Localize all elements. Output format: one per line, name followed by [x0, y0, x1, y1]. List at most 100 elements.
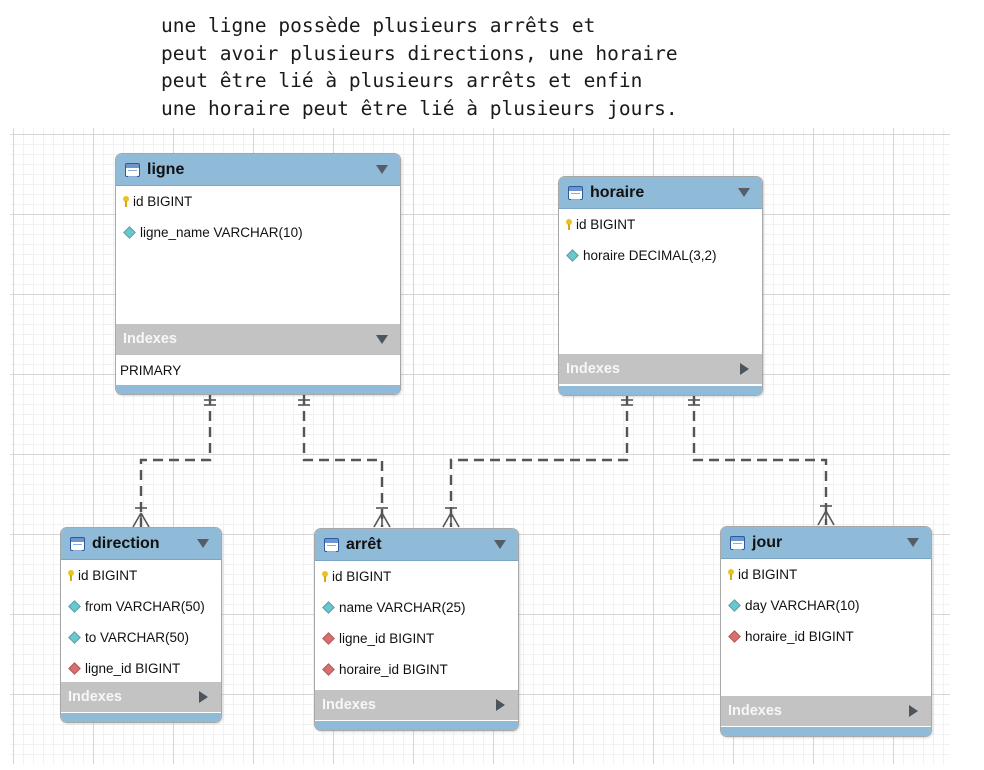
description-line: une horaire peut être lié à plusieurs jo…	[161, 96, 678, 120]
indexes-label: Indexes	[123, 331, 177, 347]
indexes-header[interactable]: Indexes	[116, 324, 400, 354]
table-horaire[interactable]: horaire id BIGINT horaire DECIMAL(3,2) I…	[558, 176, 763, 396]
column-label: id BIGINT	[738, 567, 798, 582]
collapse-arrow-icon[interactable]	[376, 335, 388, 344]
one-marker	[621, 399, 633, 406]
foreign-key-icon	[322, 632, 335, 645]
one-marker	[204, 399, 216, 406]
table-ligne[interactable]: ligne id BIGINT ligne_name VARCHAR(10) I…	[115, 153, 401, 395]
column-label: id BIGINT	[78, 568, 138, 583]
column-row[interactable]: to VARCHAR(50)	[61, 622, 221, 653]
column-label: to VARCHAR(50)	[85, 630, 190, 645]
table-footer	[61, 713, 221, 722]
one-marker	[298, 399, 310, 406]
foreign-key-icon	[68, 662, 81, 675]
column-row[interactable]: id BIGINT	[721, 559, 931, 590]
many-marker	[373, 507, 391, 528]
attribute-icon	[322, 601, 335, 614]
table-header[interactable]: ligne	[116, 154, 400, 186]
column-label: name VARCHAR(25)	[339, 600, 466, 615]
column-list: id BIGINT day VARCHAR(10) horaire_id BIG…	[721, 559, 931, 696]
column-label: day VARCHAR(10)	[745, 598, 860, 613]
column-label: ligne_id BIGINT	[339, 631, 435, 646]
collapse-arrow-icon[interactable]	[197, 539, 209, 548]
relationship-ligne-direction	[139, 395, 212, 527]
primary-key-icon	[68, 569, 74, 582]
column-row[interactable]: id BIGINT	[61, 560, 221, 591]
table-arret[interactable]: arrêt id BIGINT name VARCHAR(25) ligne_i…	[314, 528, 519, 731]
expand-arrow-icon[interactable]	[740, 363, 749, 375]
table-title: horaire	[590, 183, 645, 201]
relationship-horaire-arret	[449, 395, 629, 527]
description-line: peut être lié à plusieurs arrêts et enfi…	[161, 69, 643, 92]
indexes-header[interactable]: Indexes	[315, 690, 518, 720]
column-row[interactable]: id BIGINT	[315, 561, 518, 592]
column-row[interactable]: ligne_id BIGINT	[315, 623, 518, 654]
collapse-arrow-icon[interactable]	[907, 538, 919, 547]
table-icon	[324, 537, 339, 552]
relationship-ligne-arret	[302, 395, 384, 527]
many-marker	[442, 507, 460, 528]
column-label: horaire_id BIGINT	[745, 629, 854, 644]
column-label: id BIGINT	[576, 217, 636, 232]
column-list: id BIGINT name VARCHAR(25) ligne_id BIGI…	[315, 561, 518, 690]
column-row[interactable]: ligne_id BIGINT	[61, 653, 221, 684]
column-row[interactable]: name VARCHAR(25)	[315, 592, 518, 623]
column-list: id BIGINT from VARCHAR(50) to VARCHAR(50…	[61, 560, 221, 682]
table-icon	[568, 185, 583, 200]
column-row[interactable]: id BIGINT	[116, 186, 400, 217]
indexes-label: Indexes	[566, 361, 620, 377]
relationship-horaire-jour	[692, 395, 828, 525]
description-line: une ligne possède plusieurs arrêts et	[161, 14, 596, 37]
table-title: ligne	[147, 160, 185, 178]
description-text: une ligne possède plusieurs arrêts et peu…	[161, 12, 861, 122]
table-direction[interactable]: direction id BIGINT from VARCHAR(50) to …	[60, 527, 222, 723]
primary-key-icon	[566, 218, 572, 231]
column-row[interactable]: horaire_id BIGINT	[315, 654, 518, 685]
table-header[interactable]: horaire	[559, 177, 762, 209]
attribute-icon	[68, 600, 81, 613]
table-icon	[730, 535, 745, 550]
table-header[interactable]: direction	[61, 528, 221, 560]
table-footer	[721, 727, 931, 736]
column-label: from VARCHAR(50)	[85, 599, 205, 614]
collapse-arrow-icon[interactable]	[738, 188, 750, 197]
primary-key-icon	[728, 568, 734, 581]
primary-key-icon	[322, 570, 328, 583]
expand-arrow-icon[interactable]	[199, 691, 208, 703]
attribute-icon	[728, 599, 741, 612]
many-marker	[817, 505, 835, 526]
many-marker	[132, 507, 150, 528]
column-row[interactable]: horaire_id BIGINT	[721, 621, 931, 652]
expand-arrow-icon[interactable]	[909, 705, 918, 717]
collapse-arrow-icon[interactable]	[494, 540, 506, 549]
column-row[interactable]: from VARCHAR(50)	[61, 591, 221, 622]
column-row[interactable]: ligne_name VARCHAR(10)	[116, 217, 400, 248]
indexes-label: Indexes	[728, 703, 782, 719]
one-marker	[688, 399, 700, 406]
index-item[interactable]: PRIMARY	[116, 354, 400, 385]
foreign-key-icon	[728, 630, 741, 643]
table-jour[interactable]: jour id BIGINT day VARCHAR(10) horaire_i…	[720, 526, 932, 737]
column-label: ligne_name VARCHAR(10)	[140, 225, 303, 240]
indexes-header[interactable]: Indexes	[559, 354, 762, 384]
indexes-header[interactable]: Indexes	[721, 696, 931, 726]
collapse-arrow-icon[interactable]	[376, 165, 388, 174]
table-header[interactable]: arrêt	[315, 529, 518, 561]
table-header[interactable]: jour	[721, 527, 931, 559]
expand-arrow-icon[interactable]	[496, 699, 505, 711]
column-row[interactable]: id BIGINT	[559, 209, 762, 240]
column-list: id BIGINT horaire DECIMAL(3,2)	[559, 209, 762, 354]
column-row[interactable]: day VARCHAR(10)	[721, 590, 931, 621]
column-label: horaire_id BIGINT	[339, 662, 448, 677]
description-line: peut avoir plusieurs directions, une hor…	[161, 41, 678, 65]
attribute-icon	[68, 631, 81, 644]
column-label: horaire DECIMAL(3,2)	[583, 248, 717, 263]
indexes-label: Indexes	[322, 697, 376, 713]
column-row[interactable]: horaire DECIMAL(3,2)	[559, 240, 762, 271]
indexes-header[interactable]: Indexes	[61, 682, 221, 712]
table-footer	[116, 385, 400, 394]
table-icon	[125, 162, 140, 177]
table-icon	[70, 536, 85, 551]
